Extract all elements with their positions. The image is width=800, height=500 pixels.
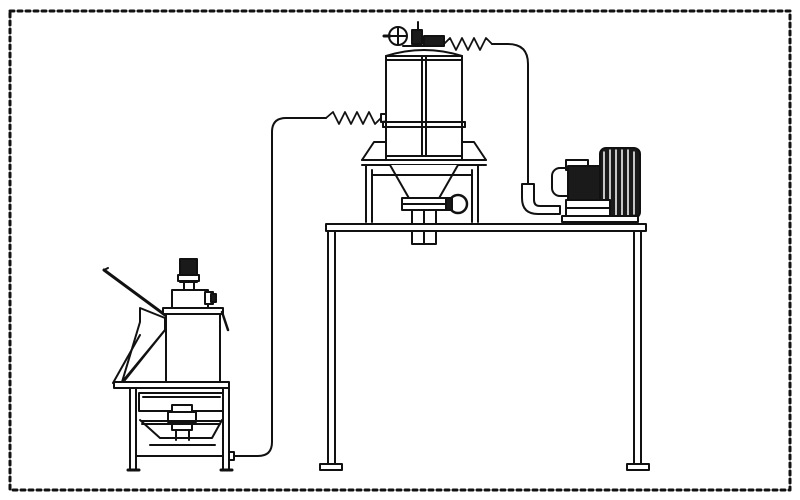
receiver-cylinder (385, 55, 463, 157)
dashed-frame (8, 9, 792, 492)
support-frame (319, 223, 650, 471)
hopper-lid (102, 268, 167, 317)
vacuum-receiver (361, 21, 487, 245)
feeding-cylinder (165, 311, 221, 385)
hopper-body (121, 307, 166, 383)
conveying-hose (233, 111, 401, 457)
vacuum-blower (551, 147, 641, 223)
feeding-station (102, 258, 235, 472)
blower-duct (443, 37, 561, 215)
